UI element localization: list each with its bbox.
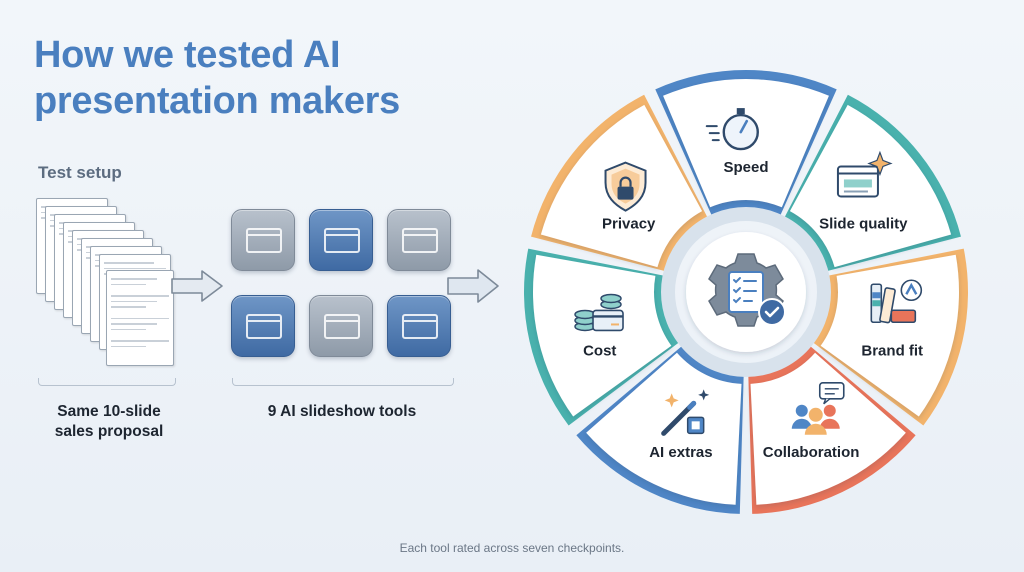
segment-label-brand-fit: Brand fit (861, 342, 923, 359)
tool-tile (231, 295, 295, 357)
window-icon (246, 314, 282, 339)
browser-sparkle-icon (836, 150, 893, 198)
test-setup-label: Test setup (38, 163, 122, 182)
window-icon (402, 228, 438, 253)
center-hub (686, 232, 806, 352)
segment-card (820, 254, 959, 417)
team-chat-icon (791, 381, 845, 435)
docs-caption-line-1: Same 10-slide (57, 403, 161, 420)
docs-caption-line-2: sales proposal (54, 423, 164, 440)
segment-label-collaboration: Collaboration (763, 444, 860, 461)
color-palette-icon (870, 279, 923, 324)
docs-caption: Same 10-slide sales proposal (30, 402, 188, 442)
segment-label-slide-quality: Slide quality (819, 215, 908, 232)
window-icon (324, 314, 360, 339)
segment-card (586, 352, 742, 505)
segment-label-cost: Cost (583, 342, 616, 359)
arrow-right-icon (171, 270, 223, 302)
segment-ai-extras (576, 346, 744, 514)
coins-card-icon (574, 293, 624, 332)
segment-label-privacy: Privacy (602, 215, 656, 232)
tool-tile (309, 209, 373, 271)
tool-tile (387, 295, 451, 357)
tool-tile (387, 209, 451, 271)
tools-bracket (232, 378, 454, 386)
magic-wand-chip-icon (661, 389, 710, 436)
docs-bracket (38, 378, 176, 386)
arrow-right-icon (447, 269, 499, 303)
window-icon (324, 228, 360, 253)
title-line-2: presentation makers (34, 80, 401, 122)
gear-checklist-icon (708, 253, 786, 327)
stopwatch-icon (705, 108, 759, 151)
segment-brand-fit (813, 248, 968, 426)
footer-note: Each tool rated across seven checkpoints… (399, 541, 625, 555)
page-title: How we tested AI presentation makers (34, 32, 400, 124)
segment-cost (524, 248, 679, 426)
segment-card (533, 254, 672, 417)
tools-caption: 9 AI slideshow tools (267, 403, 417, 420)
document-stack (36, 198, 186, 373)
window-icon (402, 314, 438, 339)
shield-lock-icon (604, 161, 647, 212)
document-front-page (106, 270, 174, 366)
title-line-1: How we tested AI (34, 34, 341, 76)
segment-label-speed: Speed (723, 159, 768, 176)
window-icon (246, 228, 282, 253)
segment-label-ai-extras: AI extras (649, 444, 712, 461)
tool-tile (309, 295, 373, 357)
tool-tile (231, 209, 295, 271)
